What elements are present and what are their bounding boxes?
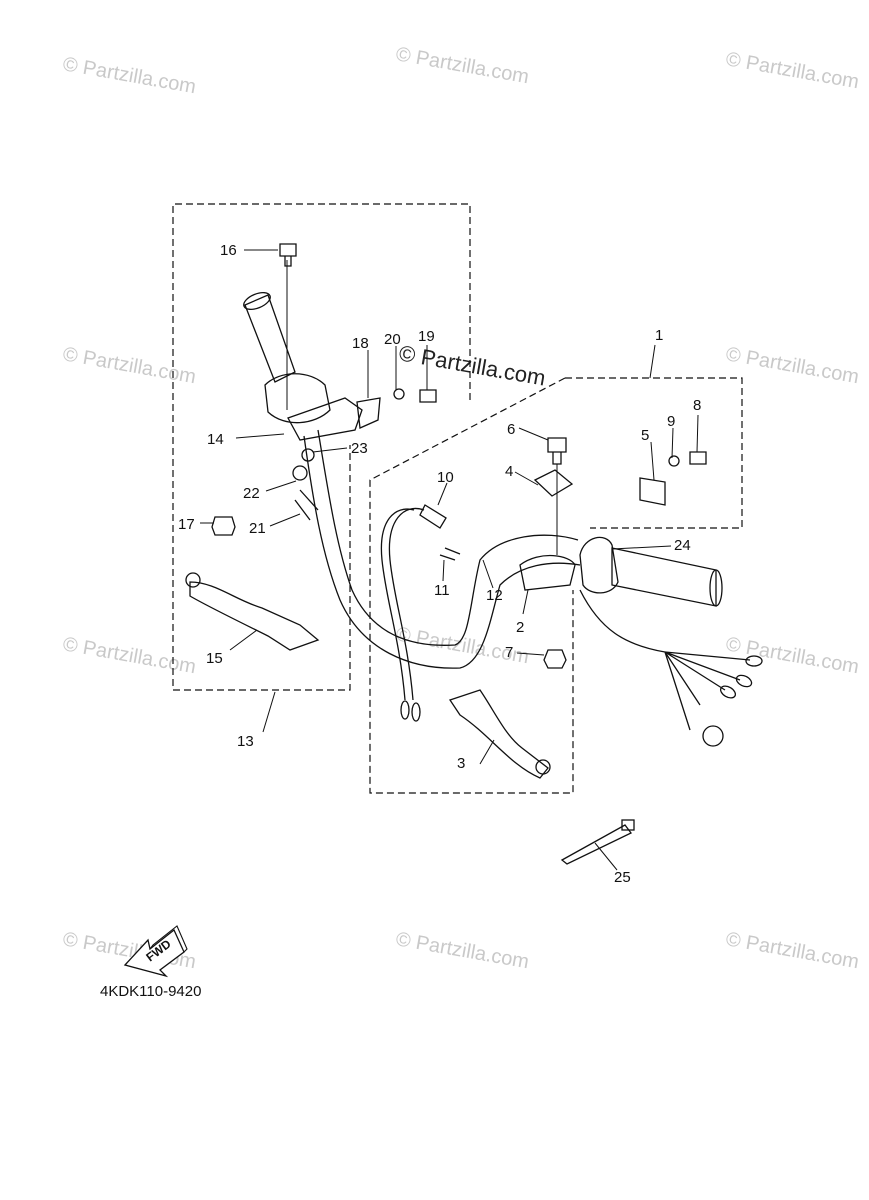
callout-9: 9: [667, 413, 675, 430]
adjuster: [292, 465, 308, 481]
callout-12: 12: [486, 587, 503, 604]
cable-tie: [560, 824, 632, 865]
callout-17: 17: [178, 516, 195, 533]
callout-18: 18: [352, 335, 369, 352]
bolt: [689, 451, 707, 465]
wire-connector: [702, 725, 724, 747]
left-grip-end: [243, 292, 271, 310]
clamp: [639, 477, 666, 506]
callout-1: 1: [655, 327, 663, 344]
callout-24: 24: [674, 537, 691, 554]
callout-15: 15: [206, 650, 223, 667]
adjuster-bolt: [294, 489, 319, 521]
handlebar: [317, 429, 579, 646]
callout-23: 23: [351, 440, 368, 457]
watermark-layer: © Partzilla.com © Partzilla.com © Partzi…: [61, 43, 861, 973]
callout-3: 3: [457, 755, 465, 772]
right-lever-bracket: [519, 554, 576, 591]
nut: [211, 516, 236, 536]
clamp: [356, 397, 381, 429]
right-lever-knob: [535, 759, 551, 775]
watermark: © Partzilla.com: [724, 48, 861, 93]
callout-19: 19: [418, 328, 435, 345]
left-grip: [244, 294, 296, 383]
washer: [393, 388, 405, 400]
callout-6: 6: [507, 421, 515, 438]
callout-25: 25: [614, 869, 631, 886]
callout-11: 11: [434, 582, 450, 599]
watermark: © Partzilla.com: [61, 53, 198, 98]
nut: [543, 649, 567, 669]
watermark: © Partzilla.com: [394, 43, 531, 88]
callout-8: 8: [693, 397, 701, 414]
adjuster-bolt: [439, 547, 461, 561]
right-switch-housing: [579, 536, 619, 594]
callout-21: 21: [249, 520, 266, 537]
switch-wiring: [664, 651, 751, 731]
callout-22: 22: [243, 485, 260, 502]
clamp: [533, 469, 574, 497]
washer: [668, 455, 680, 467]
watermark-center: © Partzilla.com: [397, 340, 547, 390]
cable-tie-head: [621, 819, 635, 831]
handlebar: [303, 435, 581, 669]
clutch-lever-left: [189, 581, 320, 651]
callouts: 1 2 3 4 5 6 7 8 9 10 11 12 13 14 15 16 1…: [178, 242, 701, 886]
diagram-code: 4KDK110-9420: [100, 983, 201, 1000]
left-switch-housing: [264, 373, 331, 424]
watermark: © Partzilla.com: [394, 928, 531, 973]
bolt: [547, 437, 567, 465]
callout-13: 13: [237, 733, 254, 750]
cable-connector: [400, 700, 410, 720]
cable-end: [419, 504, 447, 529]
wire-connector: [719, 685, 737, 699]
watermark: © Partzilla.com: [61, 633, 198, 678]
callout-10: 10: [437, 469, 454, 486]
leader-lines: [200, 249, 699, 871]
watermark: © Partzilla.com: [724, 928, 861, 973]
callout-2: 2: [516, 619, 524, 636]
fwd-arrow-icon: FWD: [123, 925, 188, 978]
switch-wiring: [579, 589, 666, 653]
wire-connector: [745, 655, 763, 667]
right-grip-end: [709, 569, 723, 607]
callout-16: 16: [220, 242, 237, 259]
throttle-cable: [388, 507, 425, 701]
callout-7: 7: [505, 644, 513, 661]
adjuster: [301, 448, 315, 462]
left-clamp-bracket: [287, 397, 363, 441]
callout-5: 5: [641, 427, 649, 444]
throttle-cable: [380, 508, 415, 701]
wire-connector: [735, 674, 753, 688]
cable-connector: [411, 702, 421, 722]
group-box-1: [565, 377, 743, 529]
bolt: [419, 389, 437, 403]
watermark: © Partzilla.com: [61, 343, 198, 388]
handlebar-assembly: [185, 243, 763, 865]
watermark: © Partzilla.com: [724, 343, 861, 388]
bolt: [279, 243, 297, 267]
group-box-right-assembly: [369, 377, 574, 794]
callout-14: 14: [207, 431, 224, 448]
right-grip: [611, 547, 717, 607]
callout-4: 4: [505, 463, 513, 480]
left-lever-knob: [185, 572, 201, 588]
watermark: © Partzilla.com: [724, 633, 861, 678]
callout-20: 20: [384, 331, 401, 348]
group-boxes: [172, 203, 743, 794]
brake-lever-right: [448, 689, 549, 779]
